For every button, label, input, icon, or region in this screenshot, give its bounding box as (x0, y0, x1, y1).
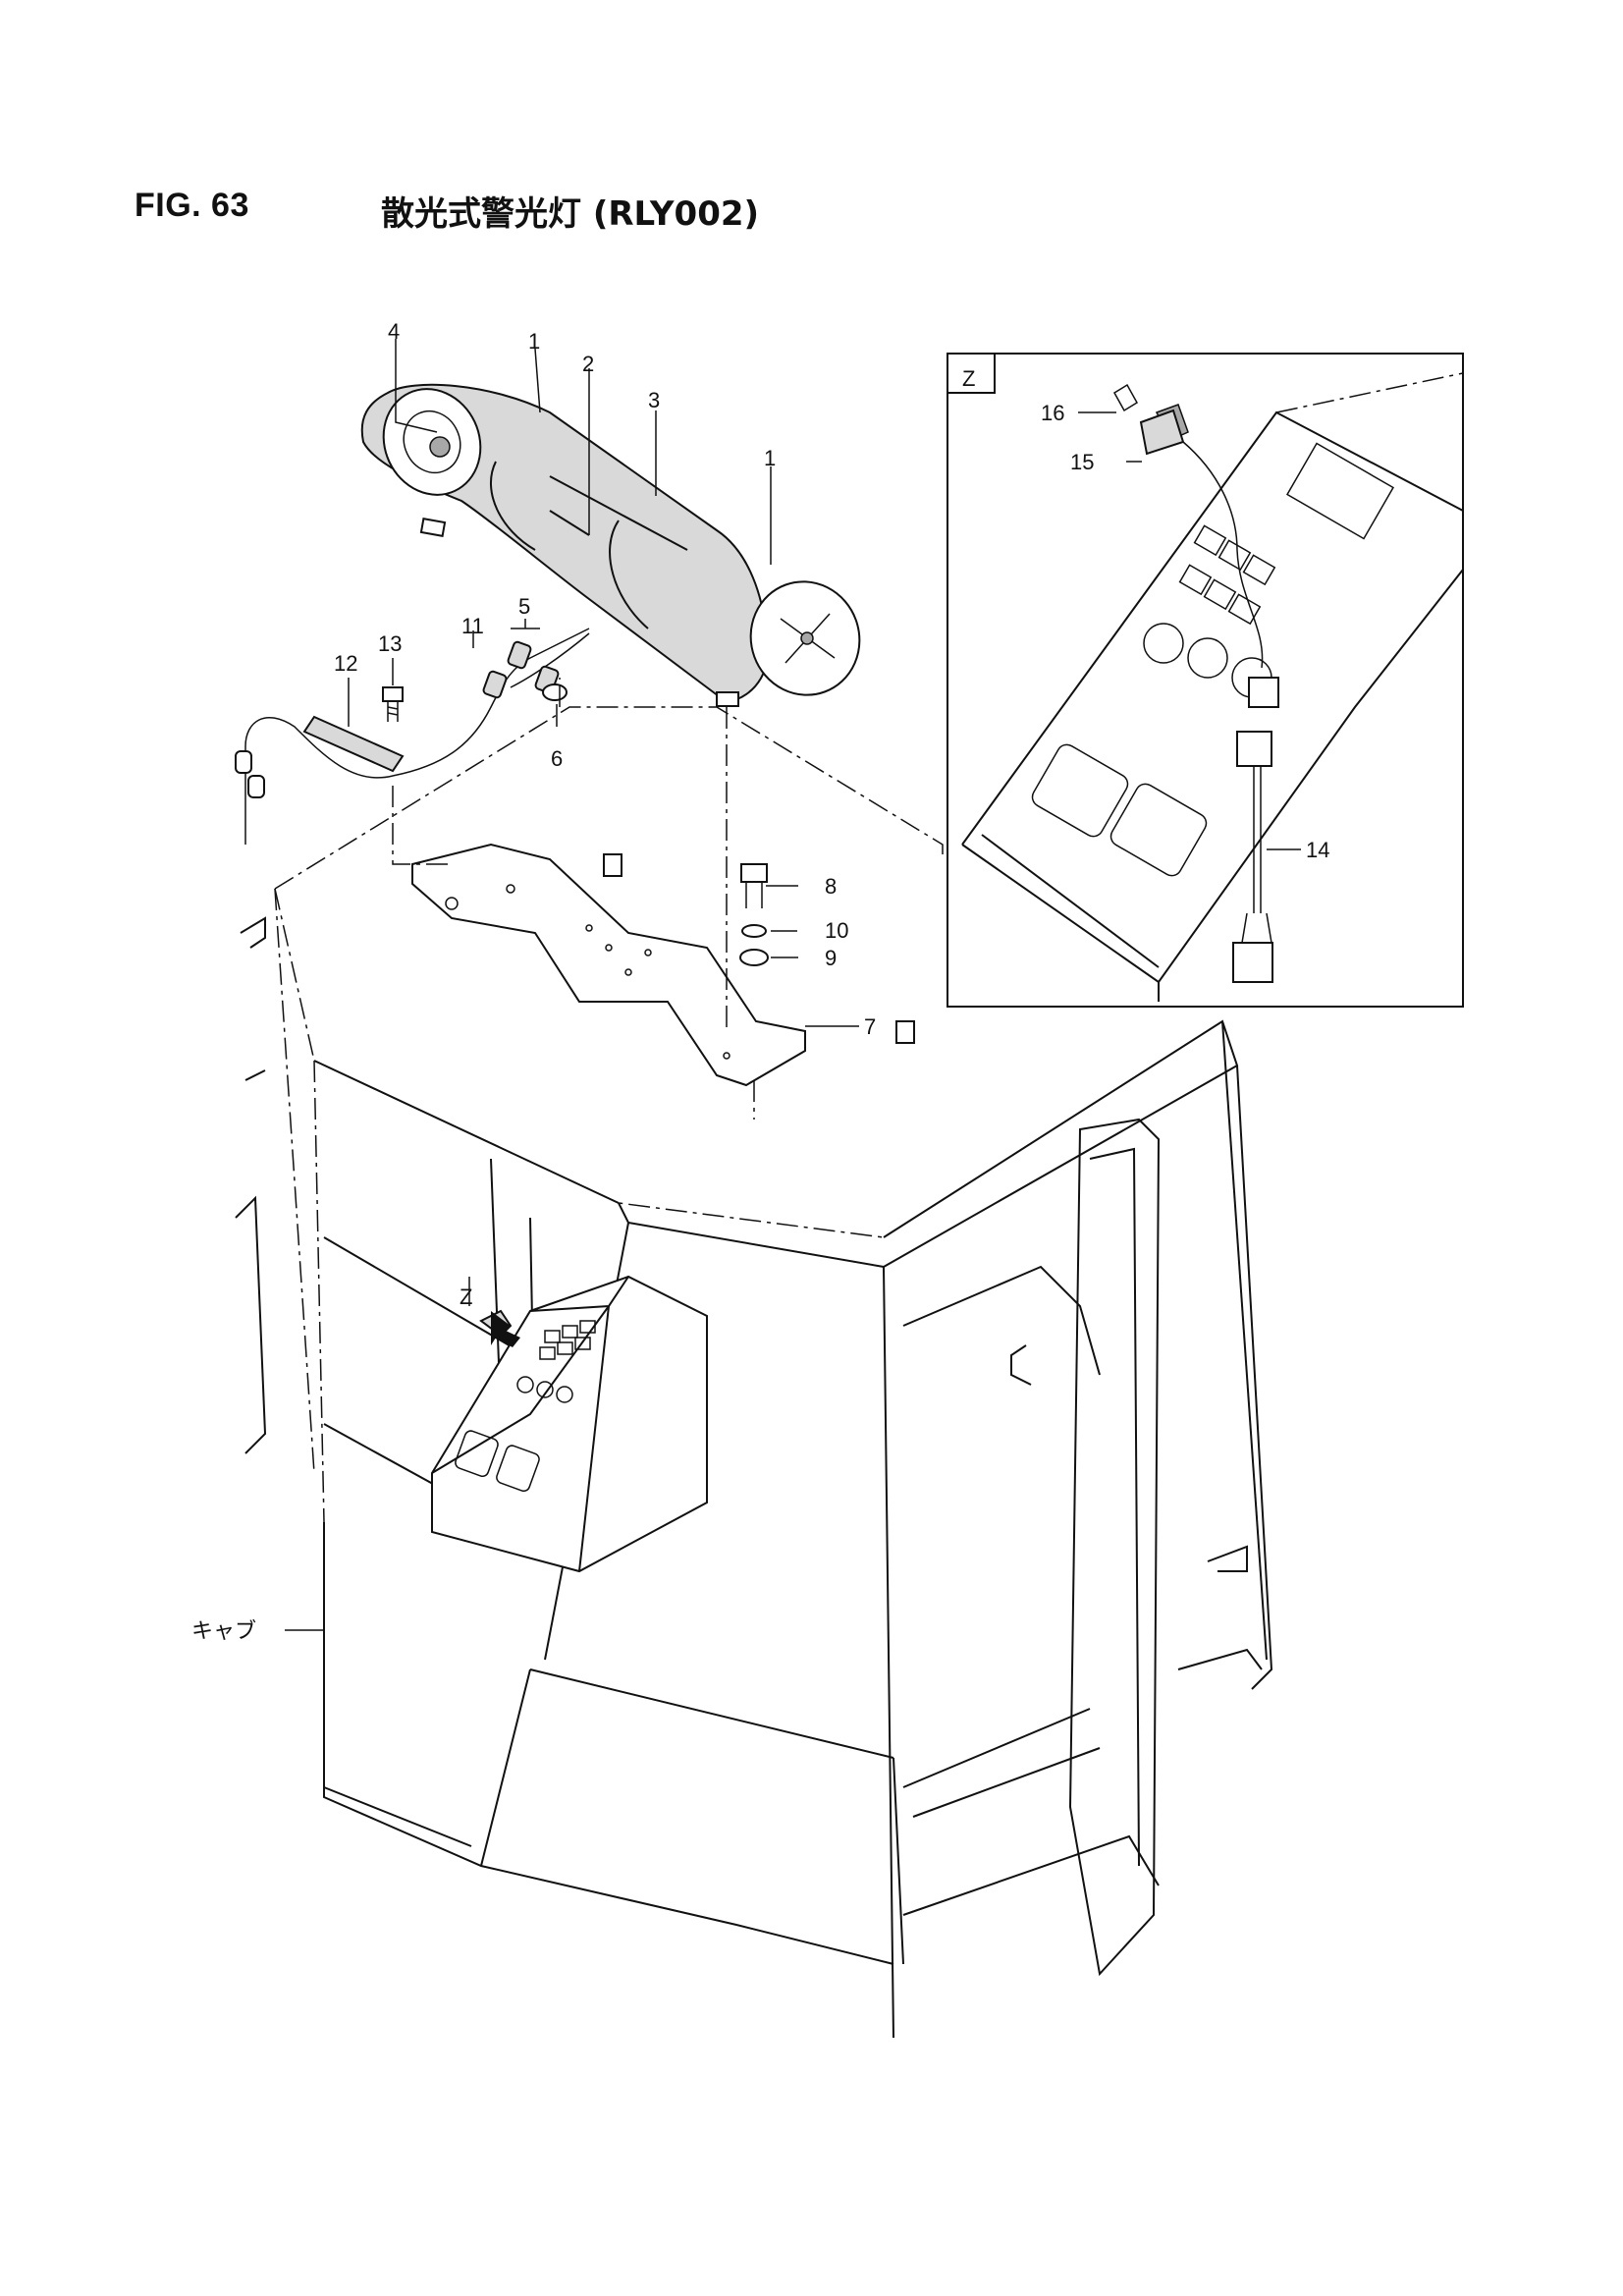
callout-7: 7 (864, 1014, 876, 1039)
callout-16: 16 (1041, 401, 1064, 425)
callout-1a: 1 (528, 329, 540, 354)
callout-4: 4 (388, 319, 400, 344)
view-arrow-label: Z (460, 1285, 472, 1309)
figure-number: FIG. 63 (135, 187, 249, 224)
callout-6: 6 (551, 746, 563, 771)
assembly-lines (392, 678, 755, 1120)
warning-lamp-assembly (360, 383, 861, 707)
operator-console (431, 1275, 708, 1573)
callout-1b: 1 (764, 446, 776, 470)
wire-harness (235, 628, 590, 845)
callout-15: 15 (1070, 450, 1094, 474)
cab-label: キャブ (191, 1619, 256, 1644)
detail-view-box (947, 353, 1464, 1008)
bolt-13 (382, 686, 404, 722)
callout-11: 11 (461, 614, 484, 638)
cab-body (235, 706, 1273, 2039)
callout-3: 3 (648, 388, 660, 412)
callout-2: 2 (582, 352, 594, 376)
mounting-bracket (411, 843, 915, 1087)
callout-labels: 4 1 2 3 1 5 6 7 8 9 10 11 12 13 14 15 16… (191, 319, 1329, 1644)
callout-5: 5 (518, 594, 530, 619)
detail-view-label: Z (962, 366, 975, 391)
figure-caption: 散光式警光灯 (RLY002) (381, 194, 760, 234)
view-z-arrow (491, 1311, 520, 1347)
callout-9: 9 (825, 946, 837, 970)
callout-8: 8 (825, 874, 837, 899)
callout-13: 13 (378, 631, 402, 656)
hardware-8-9-10 (739, 863, 769, 966)
callout-12: 12 (334, 651, 357, 676)
callout-14: 14 (1306, 838, 1329, 862)
callout-10: 10 (825, 918, 848, 943)
callout-leaders (285, 339, 1301, 1631)
